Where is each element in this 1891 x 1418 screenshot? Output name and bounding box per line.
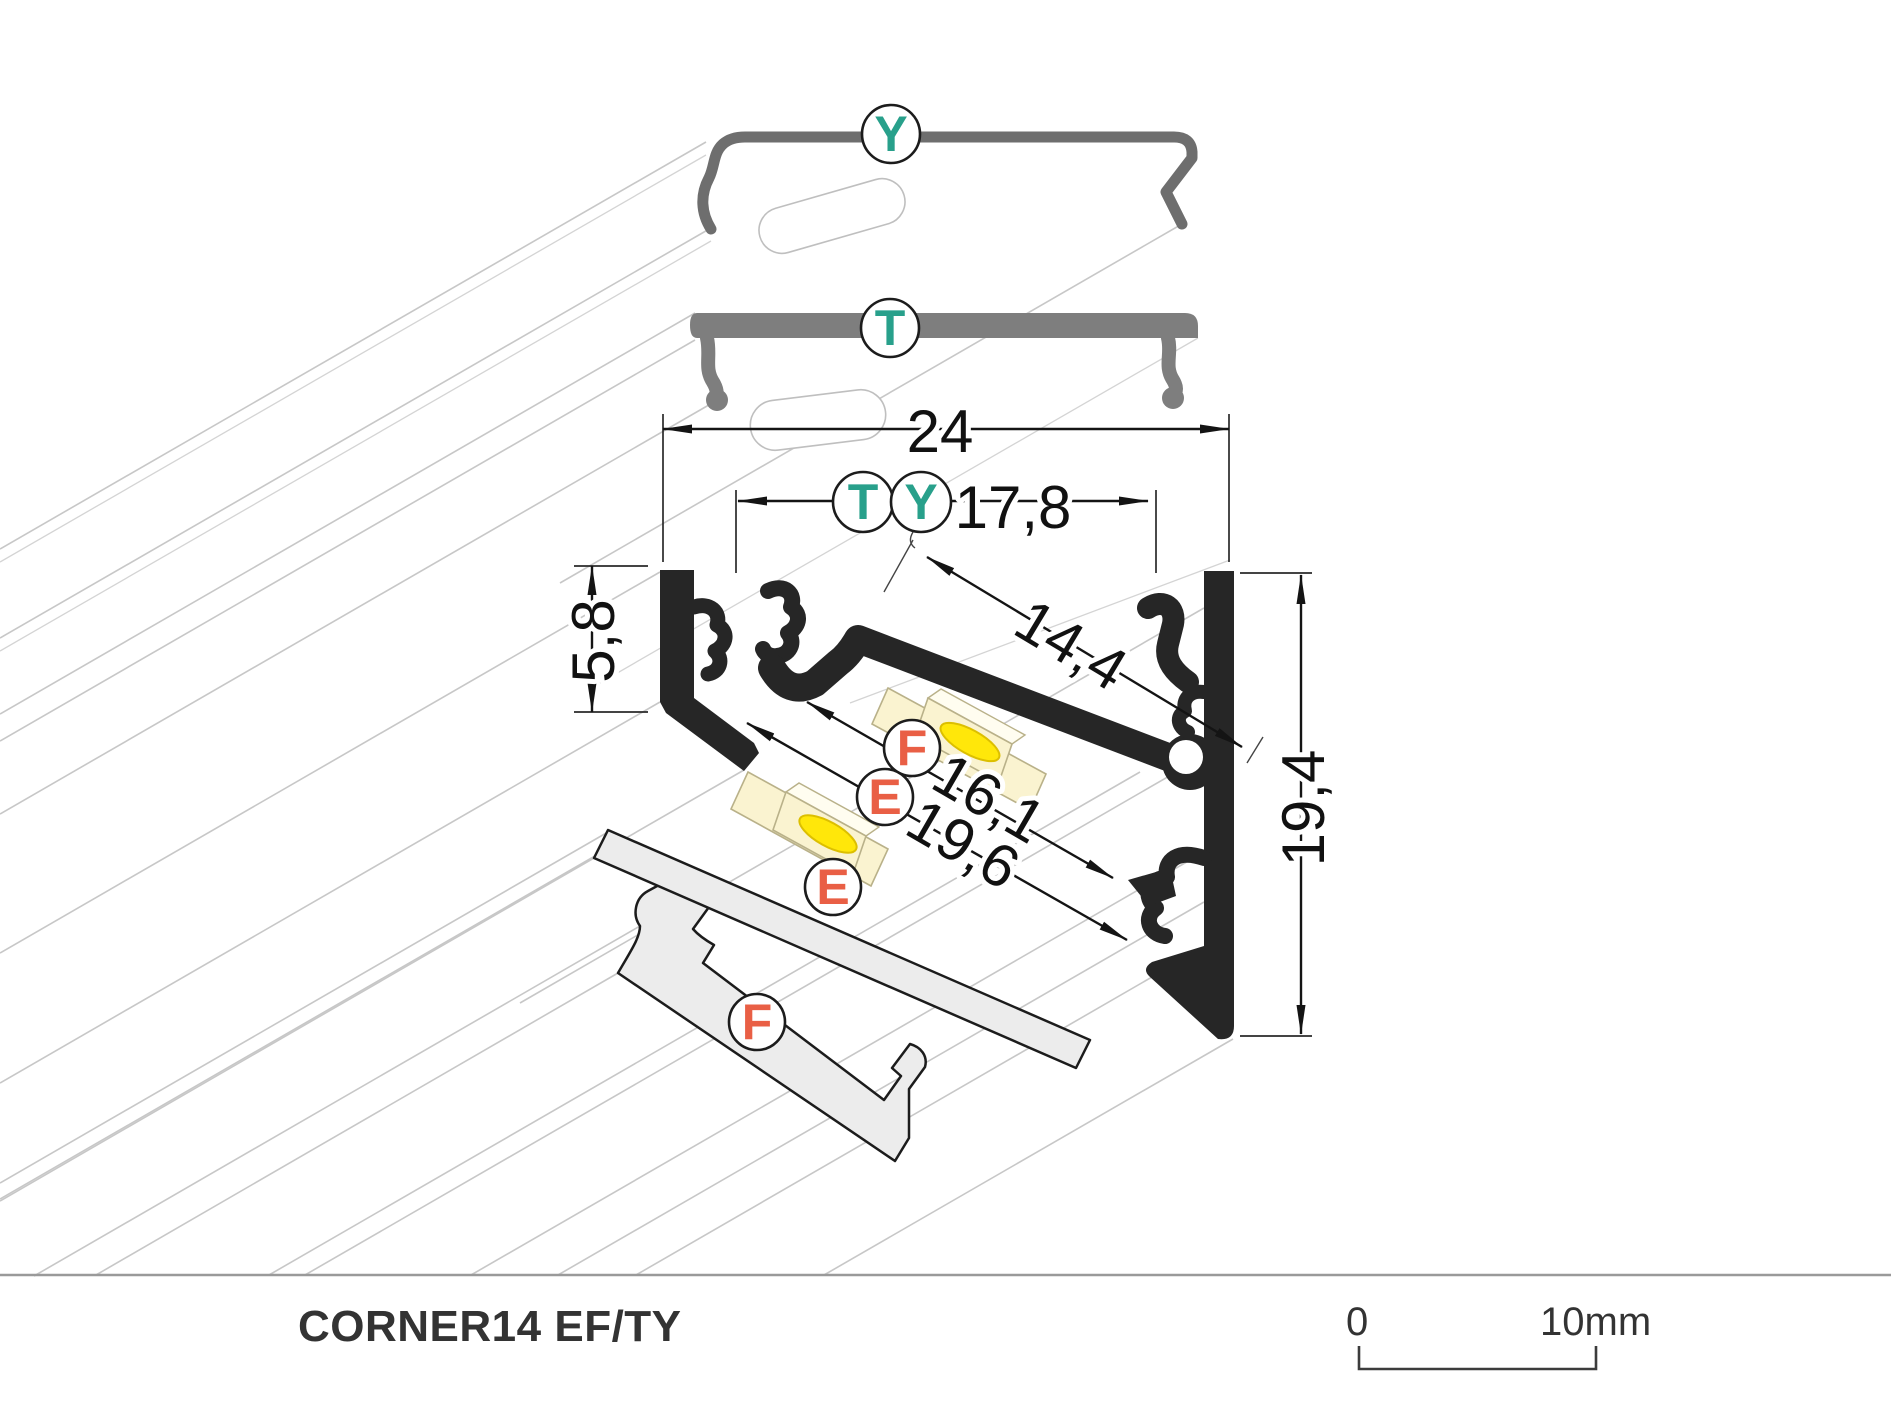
- dim-outer-width-24: 24: [662, 393, 1230, 562]
- badge-pair-y: Y: [889, 470, 953, 534]
- badge-diffuser-e: E: [803, 857, 863, 917]
- footer: CORNER14 EF/TY 0 10mm: [0, 1273, 1891, 1371]
- dim-5-8-value: 5,8: [560, 599, 627, 682]
- profile-hole: [1169, 740, 1203, 774]
- slot-ghost-upper: [758, 177, 906, 255]
- dim-19-4-value: 19,4: [1270, 750, 1337, 867]
- badge-cover-y: Y: [860, 103, 922, 165]
- badge-cover-t: T: [859, 297, 921, 359]
- dim-17-8-value: 17,8: [955, 474, 1072, 541]
- dim-14-4-value: 14,4: [1004, 586, 1139, 704]
- slot-ghost-lower: [749, 388, 887, 452]
- cover-t-shape: [690, 313, 1198, 411]
- badge-dim-f-letter: F: [897, 720, 928, 776]
- cover-y-shape: [697, 131, 1198, 235]
- scale-ten-label: 10mm: [1540, 1300, 1651, 1344]
- badge-cover-y-letter: Y: [874, 106, 907, 162]
- dim-inner-width-17-8: 17,8: [735, 469, 1157, 573]
- badge-pair-t-letter: T: [848, 474, 879, 530]
- dim-total-height-19-4: 19,4: [1240, 572, 1342, 1037]
- drawing-title: CORNER14 EF/TY: [298, 1302, 682, 1351]
- badge-cover-f-letter: F: [742, 994, 773, 1050]
- diffuser-e-shape: [592, 828, 1092, 1070]
- scale-zero-label: 0: [1346, 1300, 1368, 1344]
- badge-dim-f: F: [882, 718, 942, 778]
- scale-bracket: [1357, 1346, 1598, 1371]
- dim-24-value: 24: [907, 398, 974, 465]
- scale-bar: 0 10mm: [1346, 1300, 1651, 1371]
- badge-dim-e-letter: E: [868, 769, 901, 825]
- badge-pair-y-letter: Y: [904, 474, 937, 530]
- screw-slot-ghosts: [749, 177, 906, 452]
- badge-pair-t: T: [831, 470, 895, 534]
- badge-diffuser-e-letter: E: [816, 859, 849, 915]
- badge-cover-f: F: [727, 992, 787, 1052]
- badge-dim-e: E: [855, 767, 915, 827]
- badge-cover-t-letter: T: [875, 300, 906, 356]
- dim-side-height-5-8: 5,8: [555, 565, 648, 713]
